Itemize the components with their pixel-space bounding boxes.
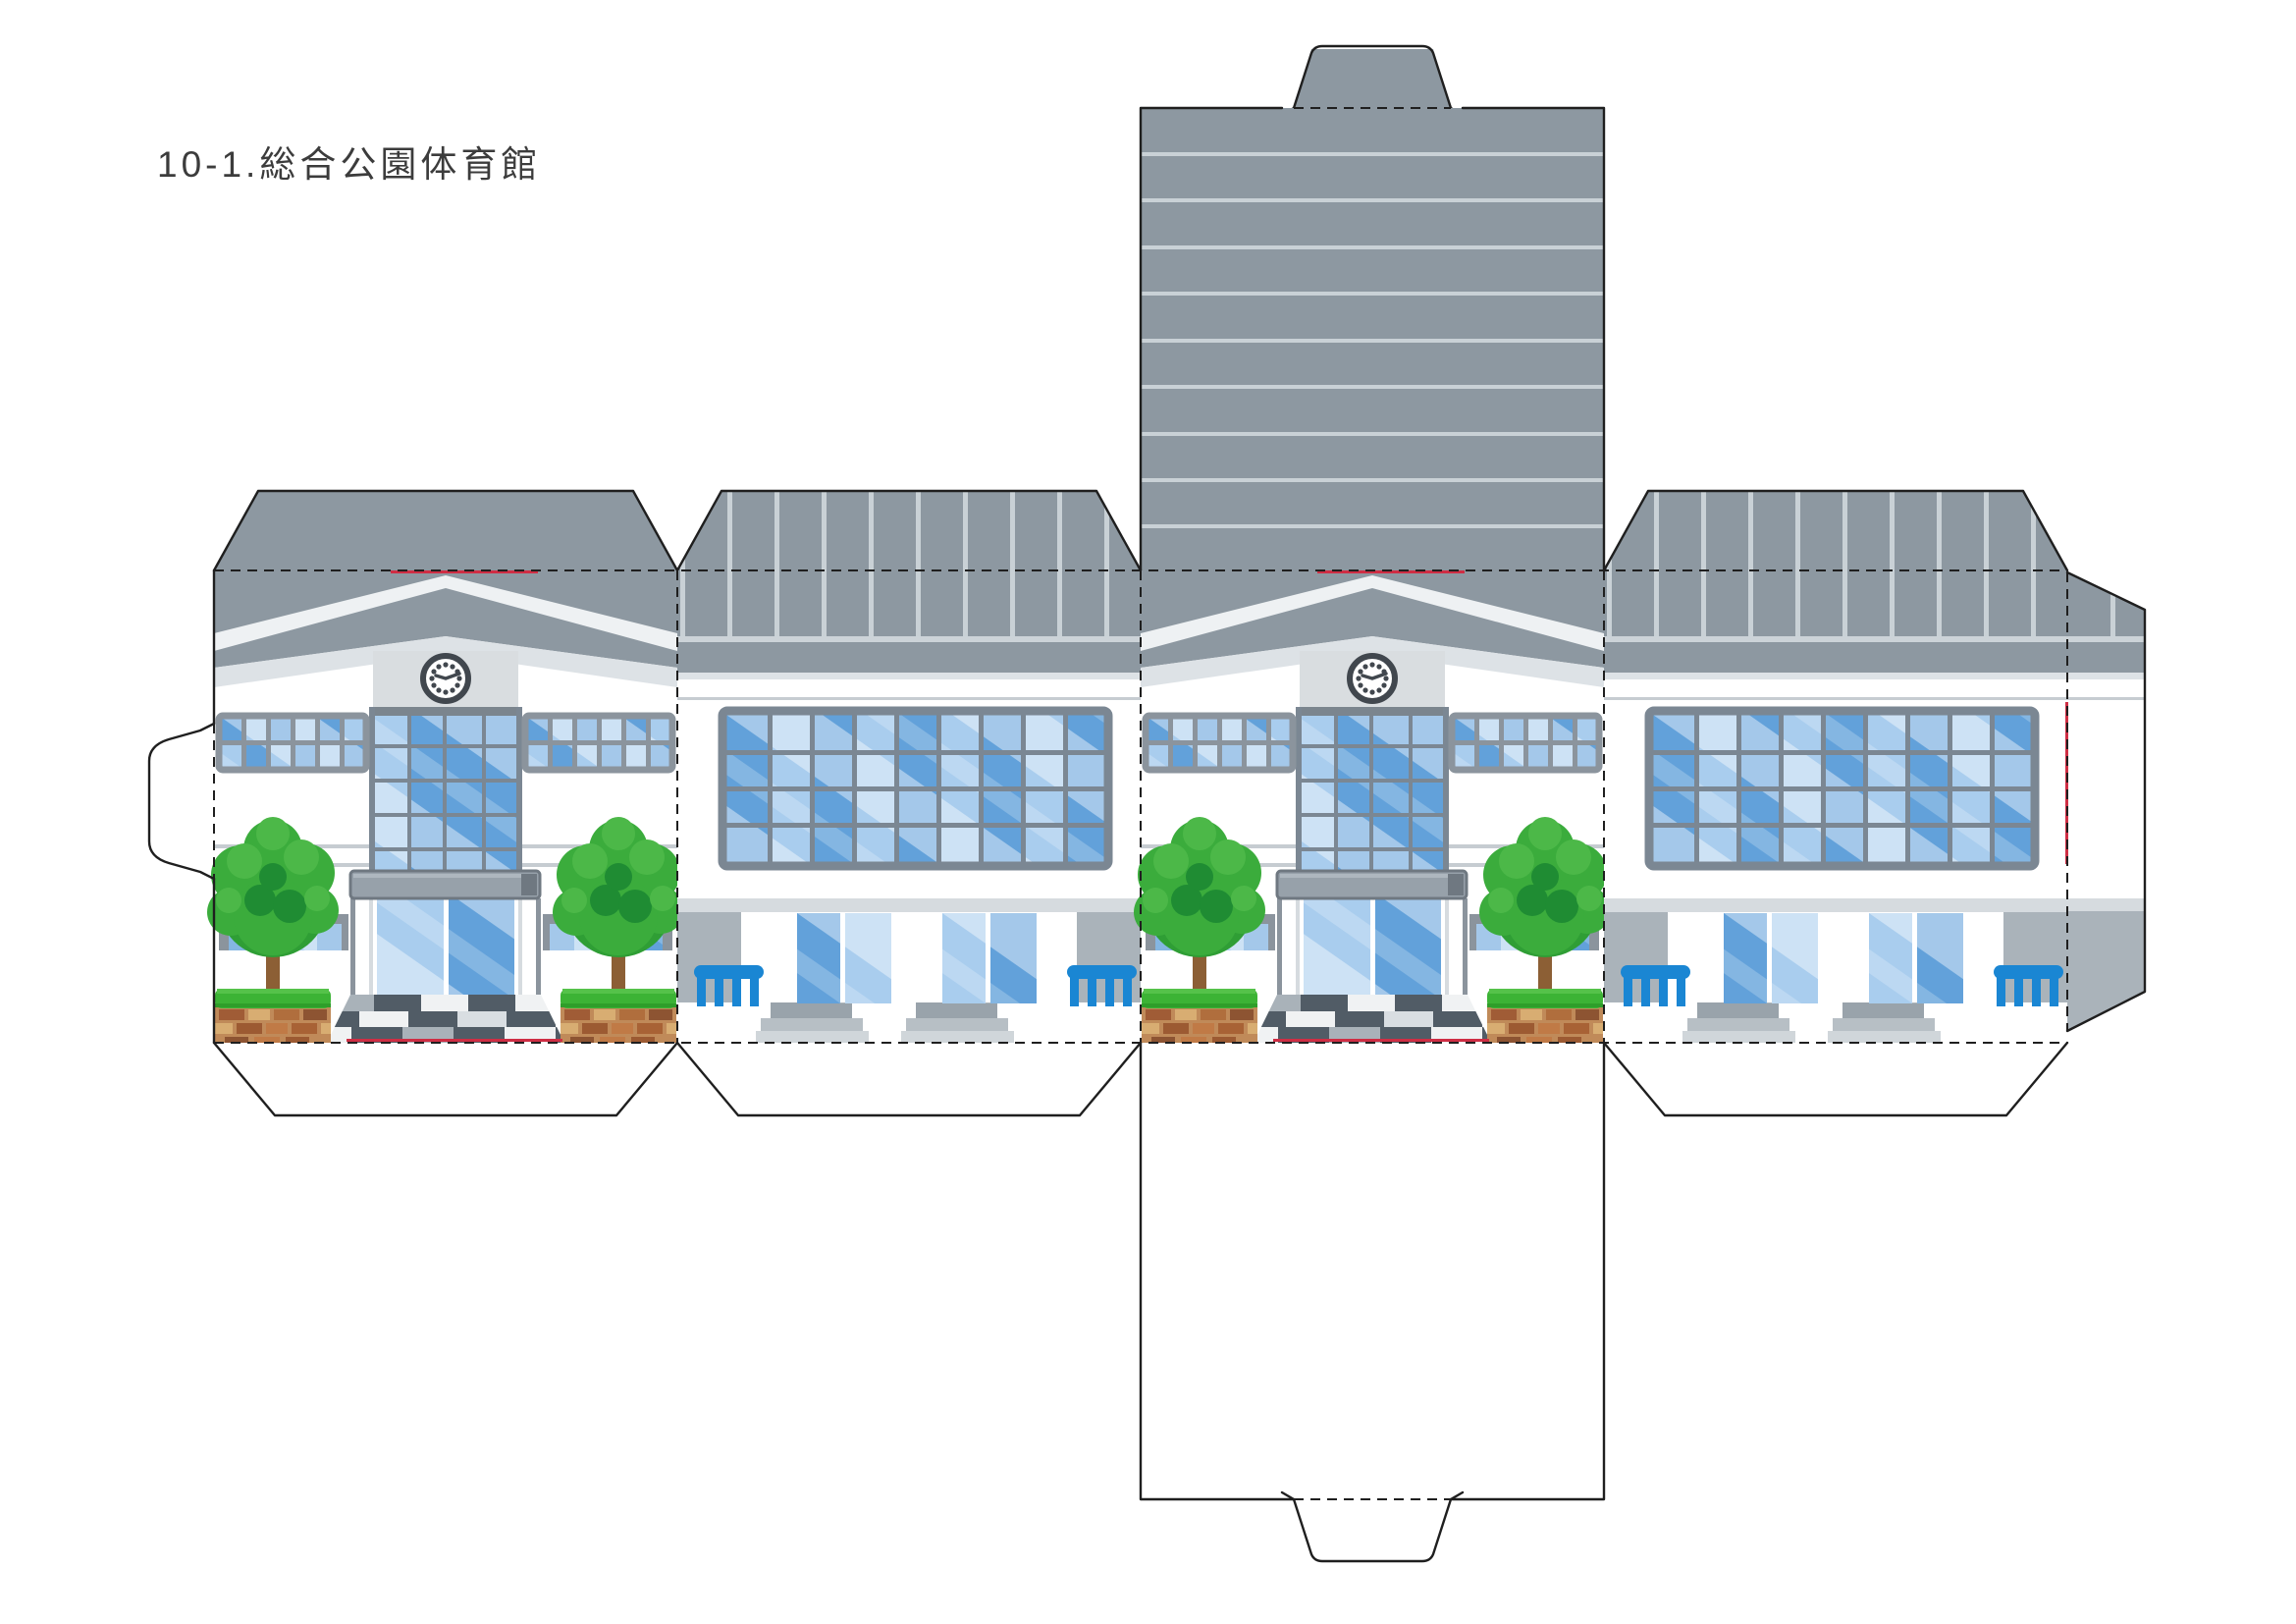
registration-mark-tab [2065,702,2068,864]
face-front-2 [1134,570,1611,1043]
sheet-title: 10-1.総合公園体育館 [157,144,541,185]
roof-flap-face-2 [677,491,1141,570]
right-glue-tab [2065,570,2147,1033]
left-glue-tab [147,722,216,881]
roof-glue-tab-top [1294,49,1451,108]
face-side-1 [677,570,1141,1043]
bottom-glue-tab [1280,1490,1465,1563]
bottom-flap-face-4 [1602,1041,2069,1117]
bottom-flap-face-2 [675,1041,1143,1117]
bottom-flap-face-1 [212,1041,679,1117]
face-front-1 [207,570,684,1043]
roof-flap-face-4 [1604,491,2067,570]
roof-panel [1139,44,1606,572]
bottom-panel [1139,1041,1606,1563]
roof-flap-face-1 [212,489,679,572]
fold-lines [213,569,2068,1044]
face-side-2 [1604,570,2067,1043]
